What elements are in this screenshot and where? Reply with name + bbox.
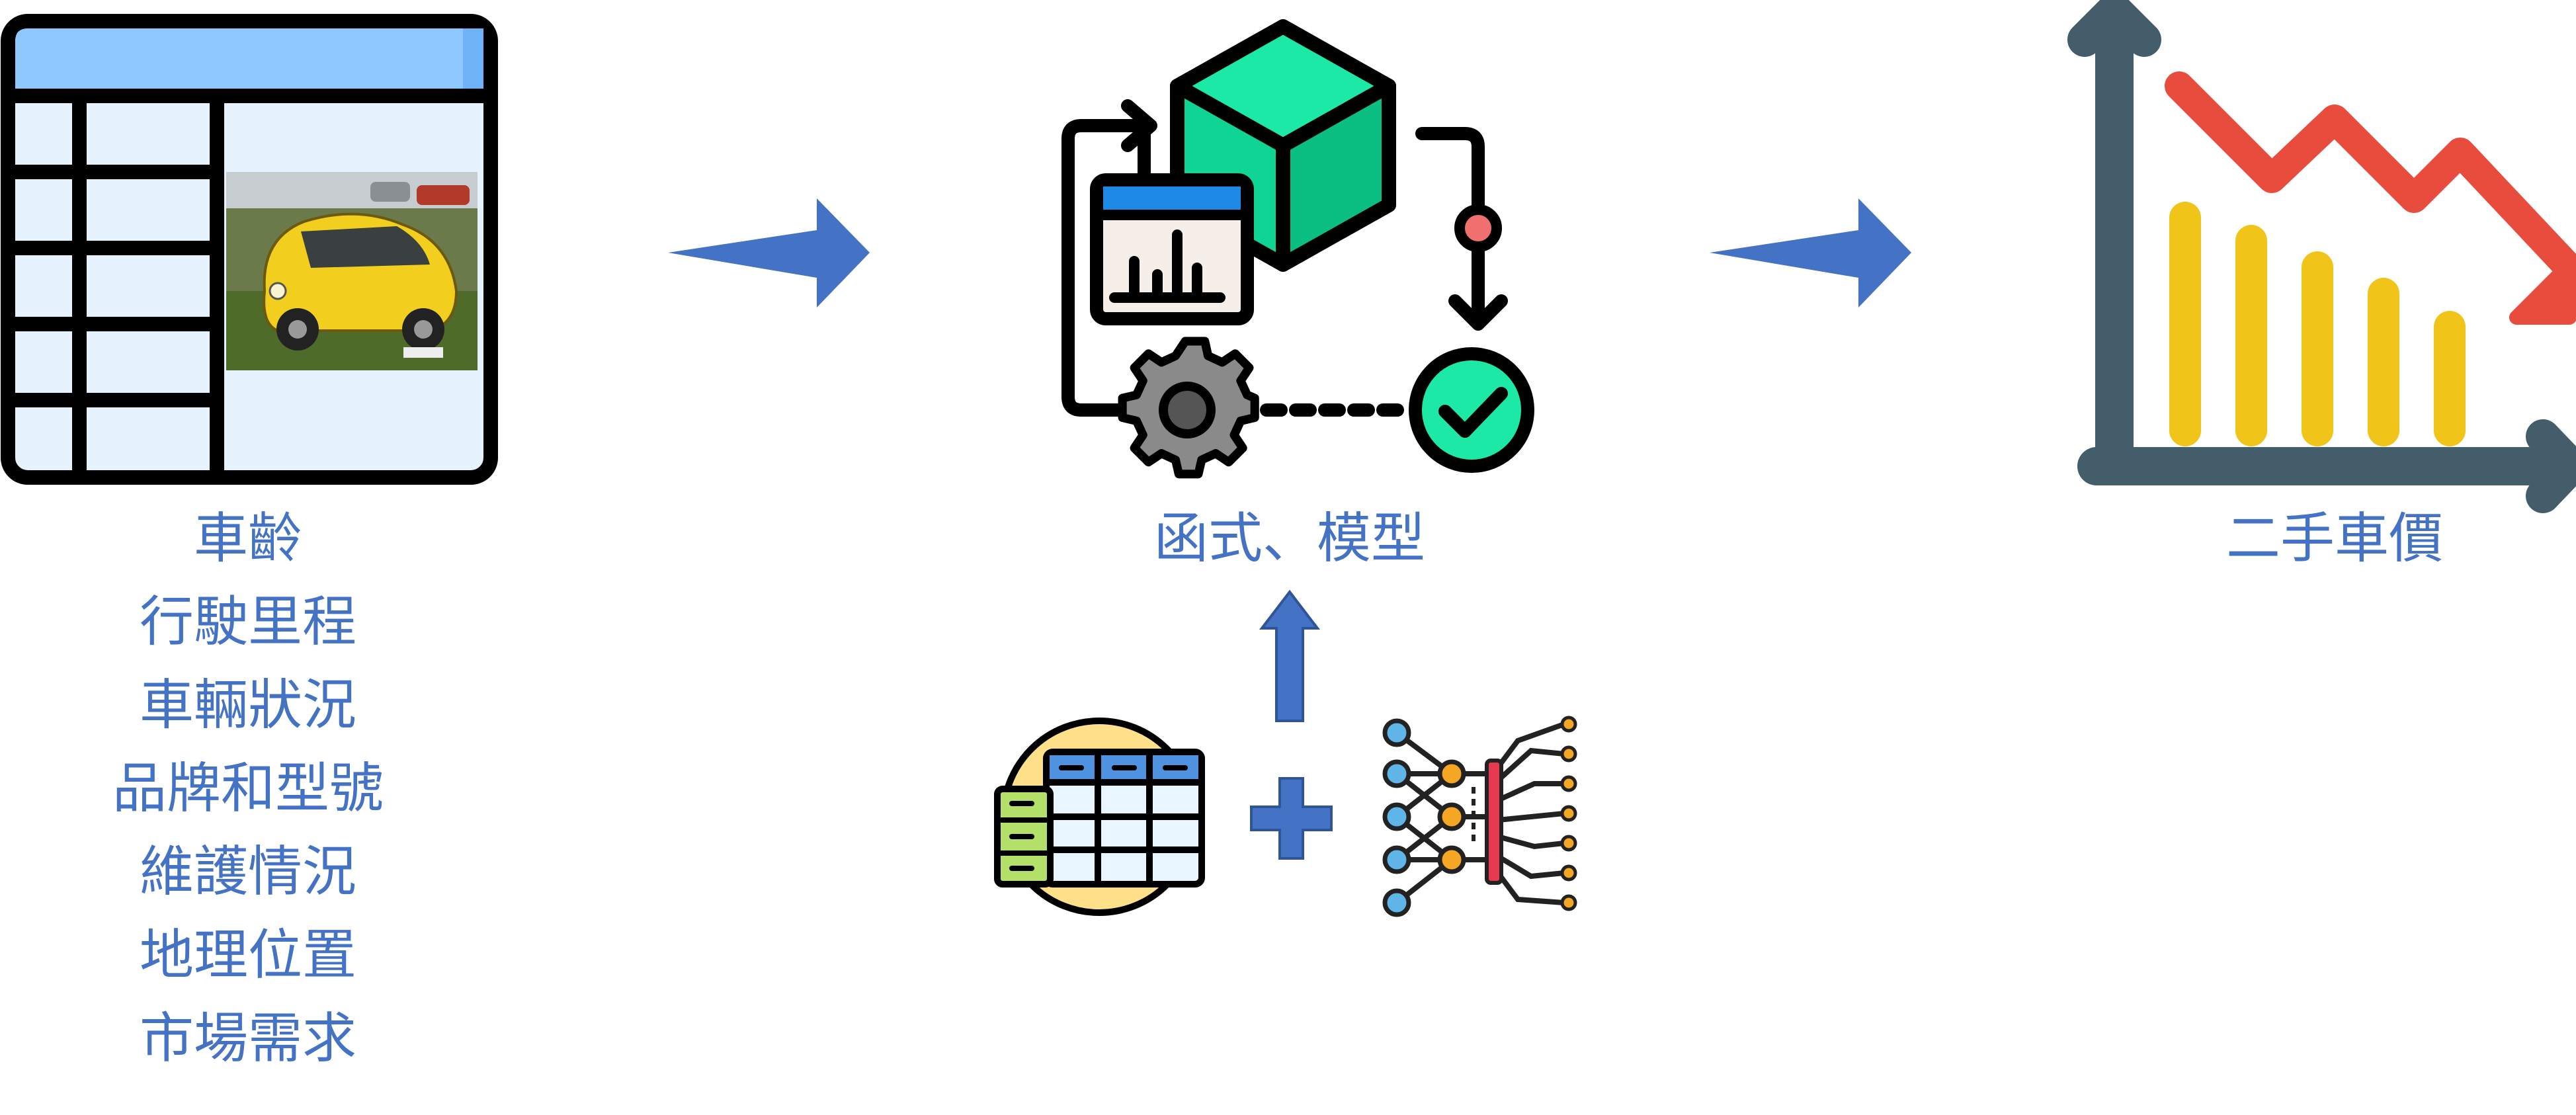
neural-network-icon — [1382, 716, 1577, 917]
model-label: 函式、模型 — [1153, 507, 1425, 570]
feature-item: 品牌和型號 — [112, 757, 384, 820]
output-label: 二手車價 — [2225, 507, 2443, 570]
feature-item: 行駛里程 — [139, 591, 356, 653]
arrow-up-icon — [1259, 589, 1321, 722]
model-process-icon — [1061, 19, 1534, 479]
data-table-icon — [994, 718, 1205, 916]
declining-bar-chart-icon — [2067, 0, 2576, 513]
plus-icon — [1250, 777, 1333, 860]
arrow-right-icon — [1710, 198, 1911, 308]
spreadsheet-with-car-photo-icon — [1, 14, 498, 485]
feature-item: 車齡 — [193, 507, 302, 570]
arrow-right-icon — [668, 198, 870, 308]
feature-list: 車齡 行駛里程 車輛狀況 品牌和型號 維護情況 地理位置 市場需求 — [50, 497, 446, 1081]
feature-item: 市場需求 — [139, 1007, 356, 1070]
feature-item: 地理位置 — [139, 924, 356, 987]
car-photo — [226, 172, 478, 370]
feature-item: 維護情況 — [139, 841, 356, 903]
feature-item: 車輛狀況 — [139, 674, 356, 737]
